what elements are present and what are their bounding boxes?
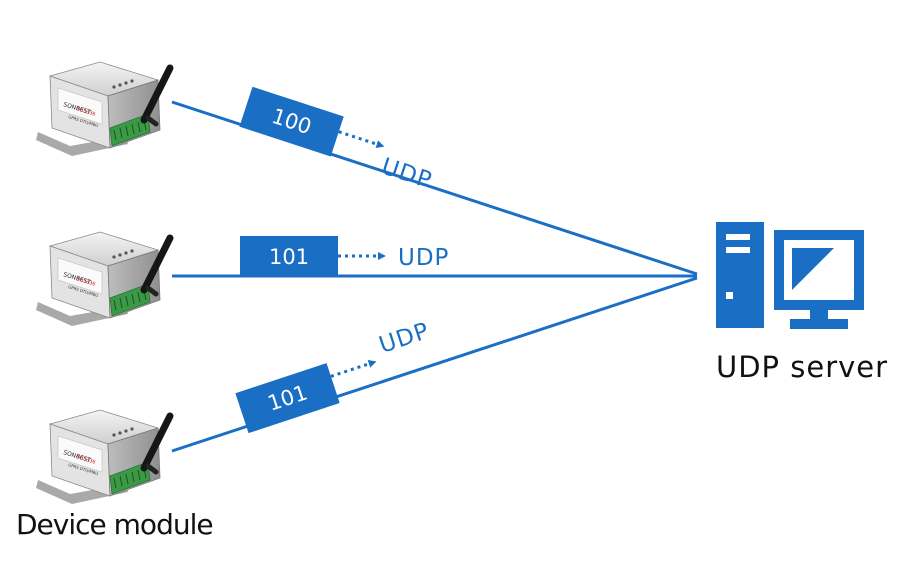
device-model-text: SG5336 [75,106,96,118]
protocol-label: UDP [378,154,435,195]
server-computer-icon [716,222,864,329]
packet-group-1: 100 UDP [239,86,435,195]
protocol-label: UDP [376,318,433,359]
packet-tag [240,236,338,276]
packet-group-2: 101 UDP [240,236,449,276]
packet-tag [235,363,340,434]
packet-tag-label: 101 [269,245,309,269]
packet-tag [239,86,344,157]
protocol-label: UDP [398,245,449,271]
device-module-icon: SONBEST SG5336 GPRS DTU/MBU [36,232,170,326]
device-model-text: SG5336 [75,276,96,288]
device-label: Device module [16,508,214,541]
server-label: UDP server [716,350,889,384]
device-model-text: SG5336 [75,454,96,466]
device-module-icon: SONBEST SG5336 GPRS DTU/MBU [36,410,170,504]
dotted-arrow [338,130,385,148]
packet-group-3: 101 UDP [235,318,433,434]
dotted-arrow [330,360,377,378]
device-module-icon: SONBEST SG5336 GPRS DTU/MBU [36,62,170,156]
